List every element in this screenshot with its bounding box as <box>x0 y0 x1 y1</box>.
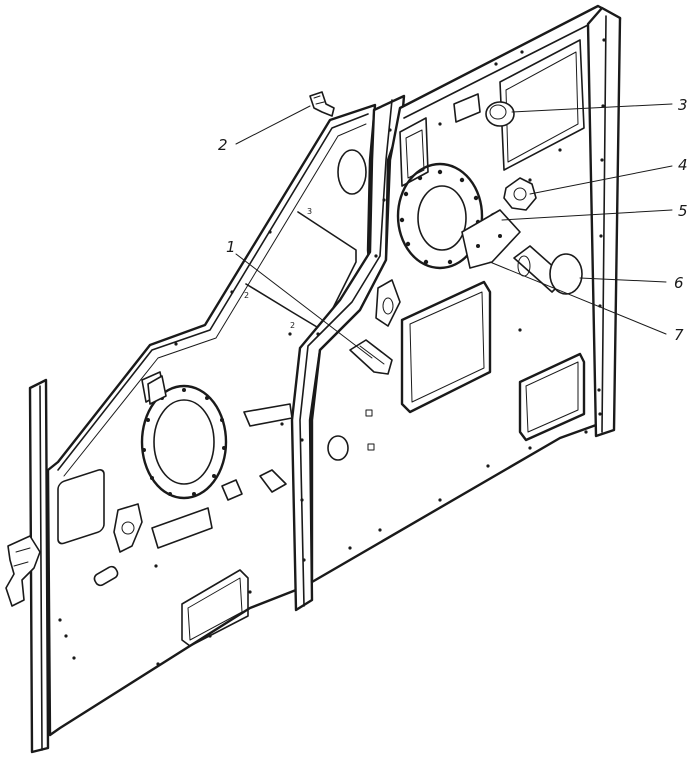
callout-7: 7 <box>674 326 684 344</box>
callout-5: 5 <box>678 202 688 220</box>
callout-4: 4 <box>678 156 688 174</box>
plate-part <box>461 209 521 269</box>
panel-mark-2b: 2 <box>290 321 295 330</box>
panel-mark-3: 3 <box>307 207 312 216</box>
right-panel <box>310 4 622 584</box>
panel-mark-2: 2 <box>244 291 249 300</box>
callout-3: 3 <box>678 96 688 114</box>
leader-lines <box>235 103 673 359</box>
clamp-part <box>503 177 537 211</box>
cap-part <box>485 101 515 127</box>
callout-6: 6 <box>674 274 684 292</box>
callout-1: 1 <box>226 238 236 256</box>
pipe-part <box>513 245 583 295</box>
callout-2: 2 <box>218 136 228 154</box>
fittings <box>147 279 401 501</box>
bolt-part <box>309 91 335 117</box>
